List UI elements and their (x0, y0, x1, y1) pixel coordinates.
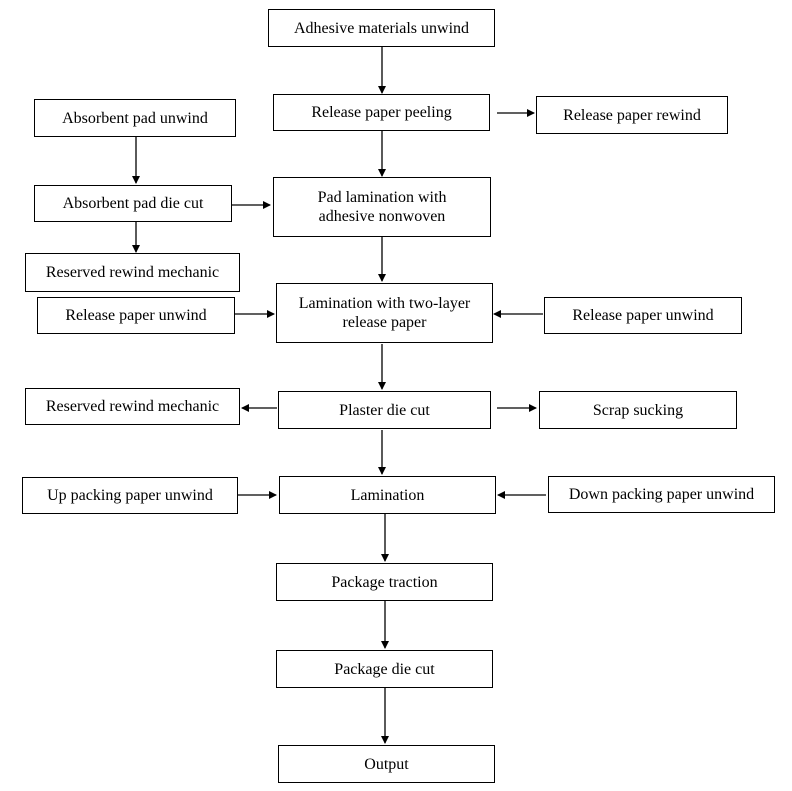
node-label: Package traction (331, 573, 438, 591)
node-label-line-1: Lamination with two-layer (298, 295, 471, 312)
node-label: Output (364, 755, 409, 773)
node-package-die-cut: Package die cut (276, 650, 493, 688)
node-label: Scrap sucking (592, 401, 684, 419)
node-reserved-rewind-mechanic-2: Reserved rewind mechanic (25, 388, 240, 425)
node-label: Release paper unwind (65, 307, 207, 324)
node-label: Absorbent pad die cut (62, 195, 204, 212)
node-output: Output (278, 745, 495, 783)
node-label: Release paper peeling (311, 104, 452, 121)
node-label-line-2: release paper (342, 314, 427, 331)
node-release-paper-unwind-left: Release paper unwind (37, 297, 235, 334)
node-label: Up packing paper unwind (47, 487, 213, 504)
node-release-paper-peeling: Release paper peeling (273, 94, 490, 131)
node-absorbent-pad-die-cut: Absorbent pad die cut (34, 185, 232, 222)
node-plaster-die-cut: Plaster die cut (278, 391, 491, 429)
node-label-line-2: adhesive nonwoven (318, 208, 446, 225)
node-two-layer-lamination: Lamination with two-layer release paper (276, 283, 493, 343)
node-package-traction: Package traction (276, 563, 493, 601)
node-label: Release paper rewind (563, 106, 701, 124)
node-label-line-1: Pad lamination with (317, 189, 447, 206)
node-down-packing-paper-unwind: Down packing paper unwind (548, 476, 775, 513)
node-pad-lamination: Pad lamination with adhesive nonwoven (273, 177, 491, 237)
node-release-paper-unwind-right: Release paper unwind (544, 297, 742, 334)
node-absorbent-pad-unwind: Absorbent pad unwind (34, 99, 236, 137)
node-label: Reserved rewind mechanic (45, 398, 220, 415)
node-lamination: Lamination (279, 476, 496, 514)
node-label: Package die cut (334, 660, 435, 678)
node-label: Absorbent pad unwind (62, 109, 208, 127)
node-label: Lamination (350, 486, 425, 504)
node-label: Release paper unwind (572, 307, 714, 324)
node-label: Adhesive materials unwind (293, 19, 470, 37)
node-release-paper-rewind: Release paper rewind (536, 96, 728, 134)
node-label: Reserved rewind mechanic (45, 264, 220, 281)
node-adhesive-materials-unwind: Adhesive materials unwind (268, 9, 495, 47)
node-up-packing-paper-unwind: Up packing paper unwind (22, 477, 238, 514)
node-scrap-sucking: Scrap sucking (539, 391, 737, 429)
node-reserved-rewind-mechanic-1: Reserved rewind mechanic (25, 253, 240, 292)
node-label: Down packing paper unwind (568, 486, 755, 503)
node-label: Plaster die cut (339, 401, 430, 419)
